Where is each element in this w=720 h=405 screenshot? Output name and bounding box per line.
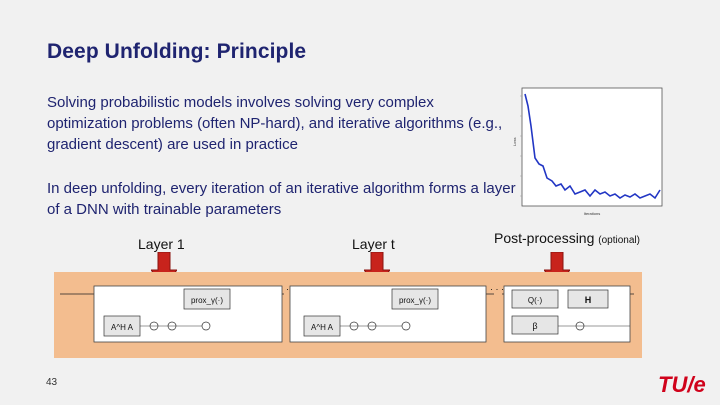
slide-number: 43 bbox=[46, 377, 58, 388]
svg-text:· · ·: · · · bbox=[490, 284, 504, 294]
unfolded-network-diagram: prox_γ(·) A^H A · · · prox_γ(·) A^H A · … bbox=[54, 272, 642, 358]
post-q-label: Q(·) bbox=[528, 296, 543, 305]
loss-curve bbox=[524, 93, 661, 200]
tue-logo: TU/e bbox=[658, 372, 706, 397]
blockt-prox-label: prox_γ(·) bbox=[399, 296, 431, 305]
paragraph-optimization: Solving probabilistic models involves so… bbox=[47, 94, 503, 153]
post-processing-optional: (optional) bbox=[598, 235, 640, 246]
post-beta-label: β bbox=[532, 321, 537, 331]
blockt-aha-label: A^H A bbox=[311, 323, 334, 332]
block1-prox-label: prox_γ(·) bbox=[191, 296, 223, 305]
label-layer-1: Layer 1 bbox=[138, 236, 185, 252]
post-h-label: H bbox=[585, 295, 592, 305]
paragraph-deep-unfolding: In deep unfolding, every iteration of an… bbox=[47, 180, 516, 218]
plot-xlabel: Iterations bbox=[584, 211, 600, 216]
loss-plot: Iterations Loss bbox=[512, 87, 663, 216]
label-layer-t: Layer t bbox=[352, 236, 395, 252]
plot-ylabel: Loss bbox=[512, 138, 517, 146]
post-processing-text: Post-processing bbox=[494, 230, 595, 246]
label-post-processing: Post-processing (optional) bbox=[494, 230, 640, 246]
slide-title: Deep Unfolding: Principle bbox=[47, 40, 307, 63]
block1-aha-label: A^H A bbox=[111, 323, 134, 332]
